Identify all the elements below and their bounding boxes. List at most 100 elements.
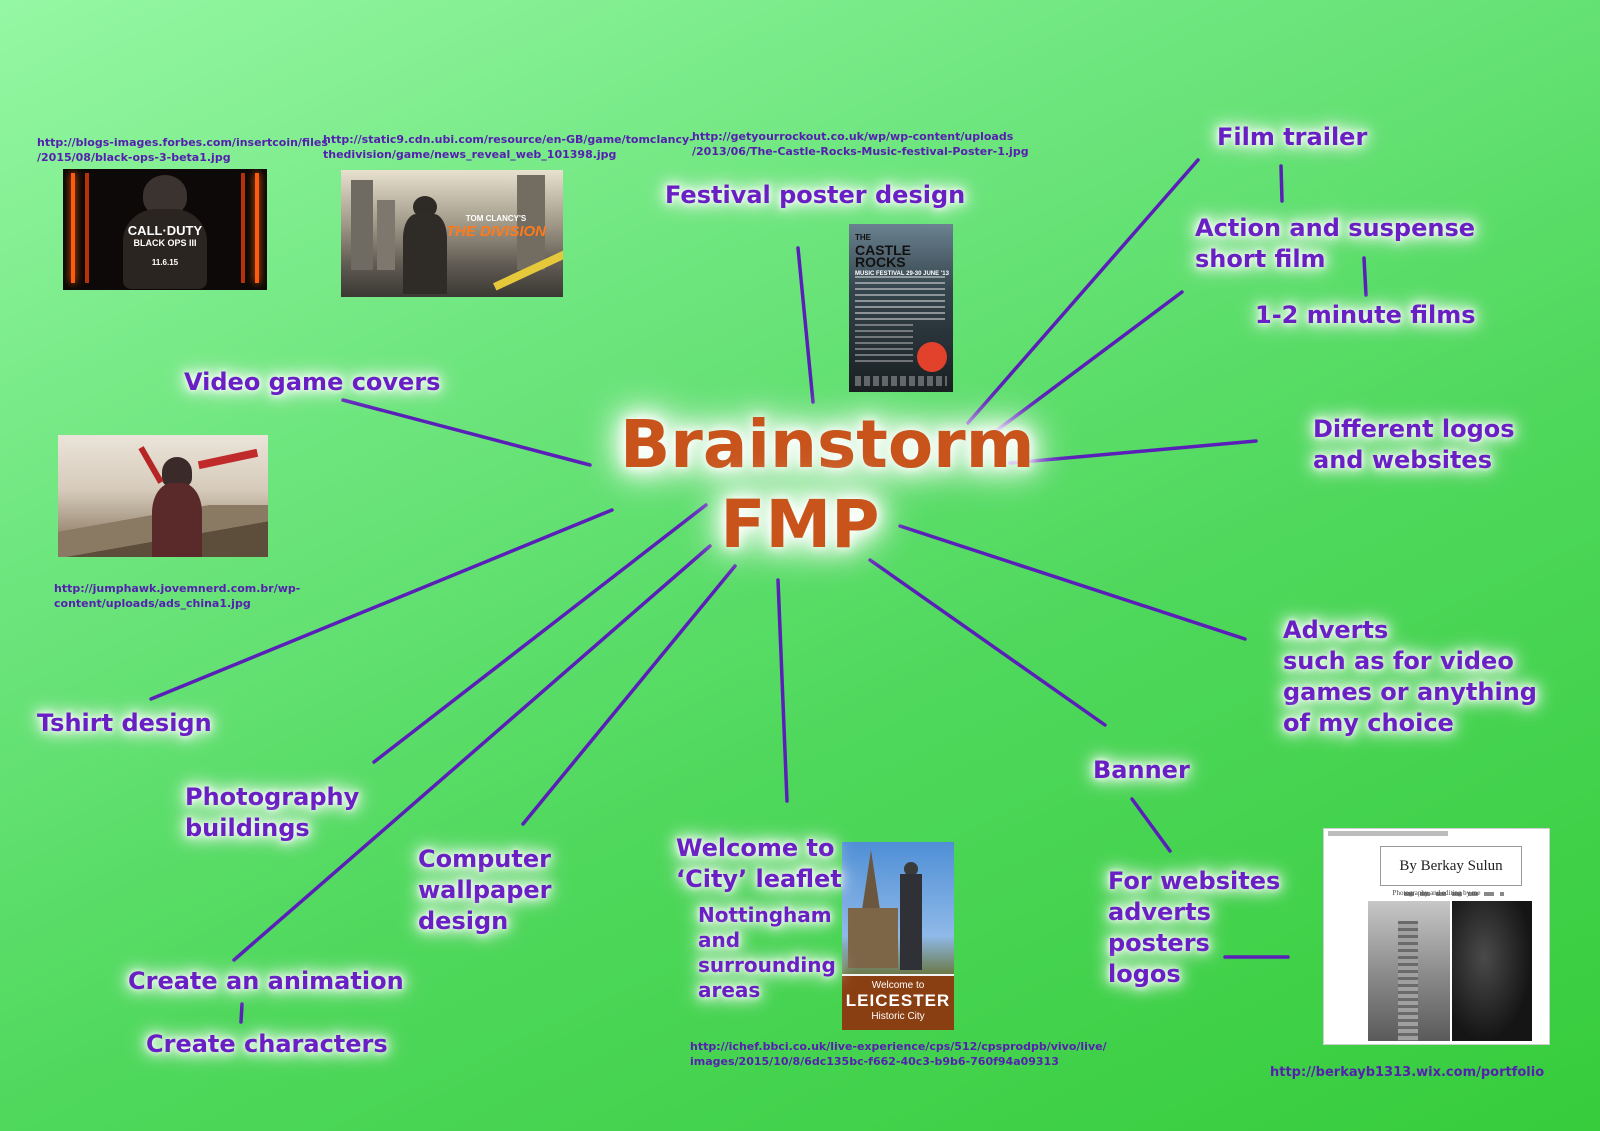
label-festival-poster: Festival poster design [665, 181, 966, 209]
url-forbes-line-2: /2015/08/black-ops-3-beta1.jpg [37, 151, 231, 164]
line-logos [1008, 439, 1258, 465]
cod-glow-left-2 [85, 173, 89, 283]
portfolio-header: By Berkay Sulun [1380, 846, 1522, 886]
leicester-sign-line-1: Welcome to [871, 980, 925, 991]
label-leaflet: Welcome to ‘City’ leaflet [676, 833, 842, 895]
image-the-division: TOM CLANCY'S THE DIVISION [341, 170, 563, 297]
url-bbc: http://ichef.bbci.co.uk/live-experience/… [690, 1039, 1107, 1069]
url-forbes: http://blogs-images.forbes.com/insertcoi… [37, 135, 328, 165]
line-tshirt [149, 508, 614, 701]
label-for-websites-line-4: logos [1108, 960, 1181, 988]
china-figure [152, 483, 202, 557]
portfolio-photo-tunnel [1452, 901, 1532, 1041]
label-photography-line-1: Photography [185, 783, 360, 811]
cod-glow-left [71, 173, 75, 283]
line-leaflet [776, 578, 789, 803]
castle-footer [855, 376, 947, 386]
line-animation [232, 544, 712, 962]
portfolio-nav [1404, 892, 1504, 896]
castle-title-line-3: MUSIC FESTIVAL 29-30 JUNE '13 [855, 271, 949, 277]
label-adverts-line-3: games or anything [1283, 678, 1537, 706]
label-photography: Photography buildings [185, 782, 359, 844]
label-wallpaper-line-2: wallpaper [418, 876, 552, 904]
label-action-film-line-2: short film [1195, 245, 1326, 273]
url-jumphawk-line-1: http://jumphawk.jovemnerd.com.br/wp- [54, 582, 301, 595]
division-building-3 [517, 175, 545, 270]
line-action-minute [1362, 256, 1368, 297]
cod-glow-right [255, 173, 259, 283]
label-action-film-line-1: Action and suspense [1195, 214, 1476, 242]
label-photography-line-2: buildings [185, 814, 310, 842]
portfolio-url-bar [1328, 831, 1448, 836]
cod-glow-right-2 [241, 173, 245, 283]
division-agent-body [403, 214, 447, 294]
label-nottingham-line-4: areas [698, 978, 761, 1002]
leicester-sign-line-3: Historic City [871, 1011, 925, 1022]
label-adverts-line-4: of my choice [1283, 709, 1454, 737]
china-hood [162, 457, 192, 487]
line-film-trailer [966, 158, 1200, 425]
image-black-ops-3: CALL·DUTY BLACK OPS III 11.6.15 [63, 169, 267, 290]
label-for-websites: For websites adverts posters logos [1108, 866, 1280, 990]
url-forbes-line-1: http://blogs-images.forbes.com/insertcoi… [37, 136, 328, 149]
title-line-1: Brainstorm [620, 406, 1035, 483]
division-logo-line-1: TOM CLANCY'S [465, 214, 527, 223]
image-assassin-china [58, 435, 268, 557]
cod-soldier-body [123, 209, 207, 289]
line-festival-poster [796, 246, 815, 404]
label-nottingham-line-1: Nottingham [698, 903, 832, 927]
cod-logo-text: CALL·DUTY BLACK OPS III 11.6.15 [63, 224, 267, 269]
label-wallpaper: Computer wallpaper design [418, 844, 552, 937]
line-action-film [994, 290, 1184, 433]
line-banner [868, 558, 1107, 727]
line-wallpaper [521, 564, 737, 826]
label-adverts-line-2: such as for video [1283, 647, 1514, 675]
label-for-websites-line-2: adverts [1108, 898, 1211, 926]
url-ubi-line-1: http://static9.cdn.ubi.com/resource/en-G… [323, 133, 694, 146]
label-nottingham-line-2: and [698, 928, 741, 952]
portfolio-photo-rail [1368, 901, 1450, 1041]
url-rockout-line-1: http://getyourrockout.co.uk/wp/wp-conten… [692, 130, 1014, 143]
central-topic: Brainstorm FMP [620, 405, 1035, 565]
url-ubi-line-2: thedivision/game/news_reveal_web_101398.… [323, 148, 617, 161]
portfolio-sub: Photography and editing by me [1392, 889, 1481, 897]
cod-logo-line-2: BLACK OPS III [133, 238, 197, 248]
image-leicester: Welcome to LEICESTER Historic City [842, 842, 954, 1030]
china-sword [138, 446, 164, 484]
label-animation: Create an animation [128, 967, 404, 995]
division-building-2 [377, 200, 395, 270]
portfolio-tracks [1398, 921, 1418, 1041]
leicester-statue [900, 874, 922, 970]
url-bbc-line-1: http://ichef.bbci.co.uk/live-experience/… [690, 1040, 1107, 1053]
cod-soldier-head [143, 175, 187, 215]
division-building-1 [351, 180, 373, 270]
url-wix: http://berkayb1313.wix.com/portfolio [1270, 1065, 1545, 1080]
title-line-2: FMP [720, 486, 880, 563]
label-leaflet-line-1: Welcome to [676, 834, 835, 862]
division-agent-head [413, 196, 437, 218]
label-characters: Create characters [146, 1030, 388, 1058]
url-jumphawk-line-2: content/uploads/ads_china1.jpg [54, 597, 251, 610]
url-jumphawk: http://jumphawk.jovemnerd.com.br/wp- con… [54, 581, 300, 611]
image-portfolio-website: By Berkay Sulun Photography and editing … [1323, 828, 1550, 1045]
label-logos-line-2: and websites [1313, 446, 1492, 474]
label-logos-line-1: Different logos [1313, 415, 1515, 443]
label-wallpaper-line-1: Computer [418, 845, 551, 873]
label-logos-websites: Different logos and websites [1313, 414, 1515, 476]
label-banner: Banner [1093, 756, 1190, 784]
label-video-game-covers: Video game covers [184, 368, 441, 396]
label-for-websites-line-1: For websites [1108, 867, 1281, 895]
china-scarf [197, 448, 259, 470]
label-adverts: Adverts such as for video games or anyth… [1283, 615, 1537, 739]
label-adverts-line-1: Adverts [1283, 616, 1389, 644]
label-nottingham: Nottingham and surrounding areas [698, 903, 836, 1003]
line-banner-websites [1130, 797, 1172, 853]
image-castle-rocks-poster: THE CASTLE ROCKS MUSIC FESTIVAL 29-30 JU… [849, 224, 953, 392]
url-rockout: http://getyourrockout.co.uk/wp/wp-conten… [692, 129, 1029, 159]
label-film-trailer: Film trailer [1217, 123, 1368, 151]
leicester-sign-line-2: LEICESTER [845, 991, 951, 1010]
label-leaflet-line-2: ‘City’ leaflet [676, 865, 842, 893]
castle-lineup-2 [855, 324, 913, 364]
label-tshirt: Tshirt design [37, 709, 212, 737]
